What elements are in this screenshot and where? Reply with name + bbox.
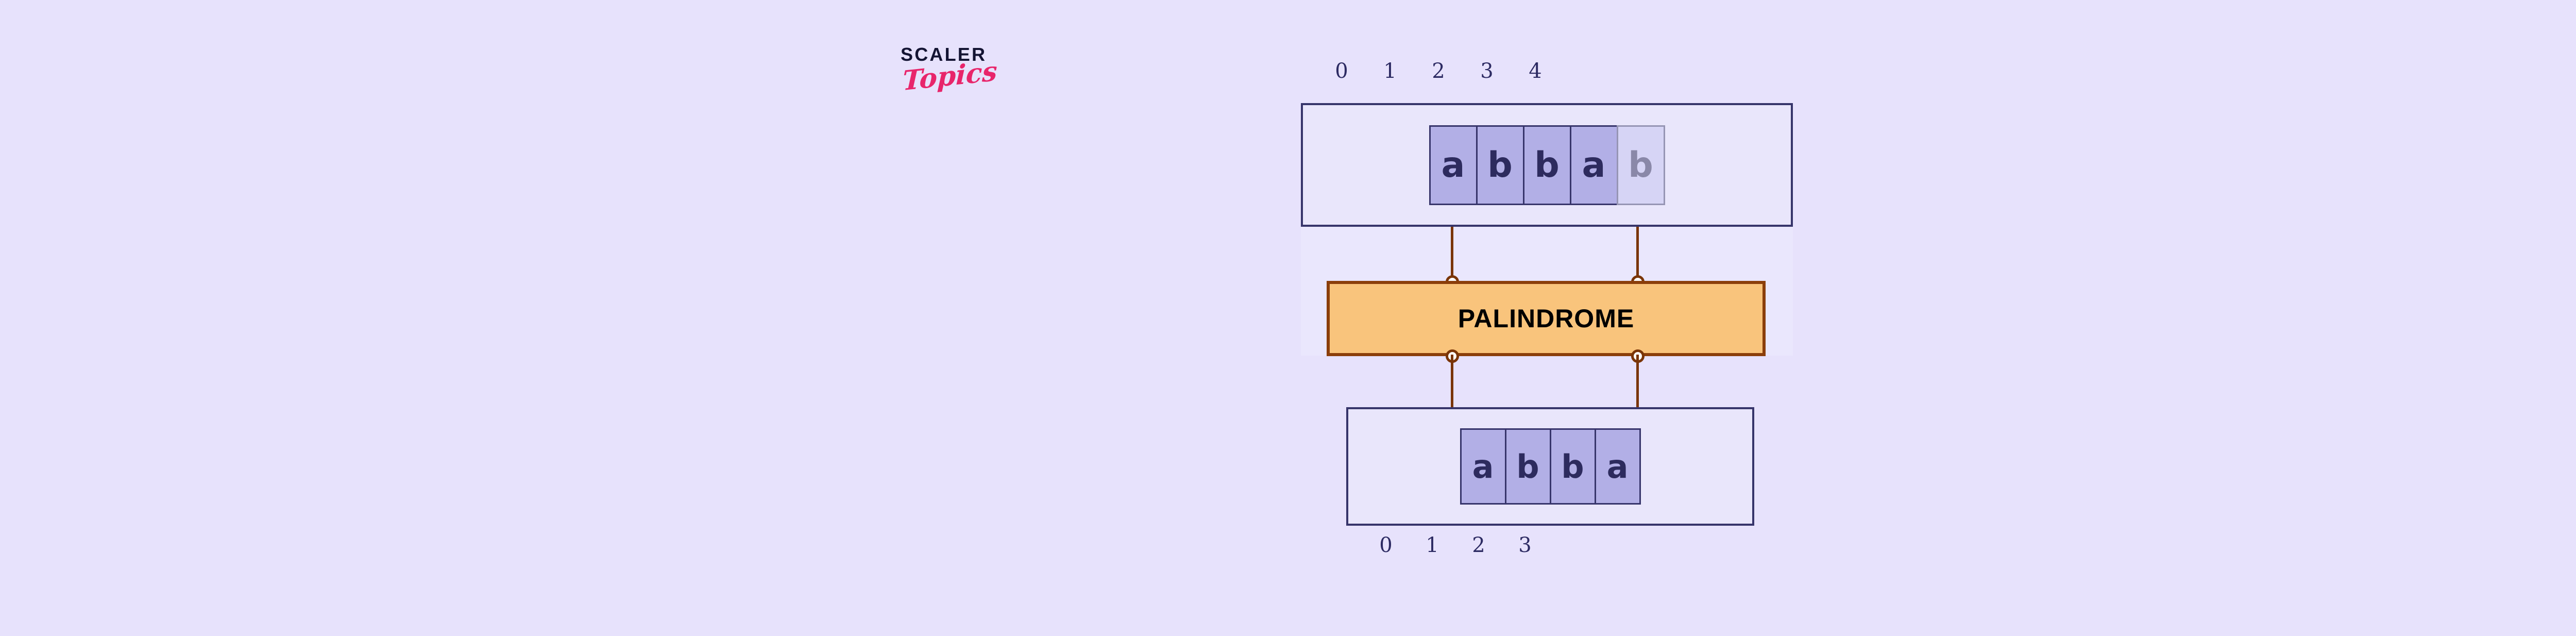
input-array-cell-0: a: [1429, 125, 1478, 205]
input-array-cell-2: b: [1522, 125, 1571, 205]
input-array-index-label-2: 2: [1432, 59, 1445, 83]
input-connector-right-line: [1636, 227, 1639, 282]
output-array-cell-3: a: [1594, 428, 1641, 505]
output-array-index-label-3: 3: [1518, 533, 1532, 557]
input-array-cell-3: a: [1569, 125, 1618, 205]
scaler-topics-logo: SCALER Topics: [901, 45, 1035, 123]
logo-scaler-wordmark: SCALER: [901, 44, 987, 65]
input-array-index-label-4: 4: [1529, 59, 1542, 83]
output-connector-left-line: [1451, 355, 1453, 408]
output-array-index-label-2: 2: [1472, 533, 1485, 557]
palindrome-process-label: PALINDROME: [1458, 304, 1635, 333]
input-index-row: 0 1 2 3 4: [1317, 61, 1560, 87]
palindrome-process-box: PALINDROME: [1327, 281, 1766, 356]
input-array-cell-4: b: [1616, 125, 1665, 205]
output-array-index-label-0: 0: [1379, 533, 1393, 557]
output-array-cell-0: a: [1460, 428, 1506, 505]
input-array-index-label-3: 3: [1480, 59, 1494, 83]
output-connector-right-line: [1636, 355, 1639, 408]
input-array-index-label-0: 0: [1335, 59, 1348, 83]
input-array-index-label-1: 1: [1383, 59, 1397, 83]
output-array-cell-2: b: [1549, 428, 1596, 505]
output-index-row: 0 1 2 3: [1363, 535, 1548, 561]
input-connector-left-line: [1451, 227, 1453, 282]
input-array-cell-1: b: [1476, 125, 1524, 205]
output-array-cell-1: b: [1504, 428, 1551, 505]
output-array-index-label-1: 1: [1426, 533, 1439, 557]
